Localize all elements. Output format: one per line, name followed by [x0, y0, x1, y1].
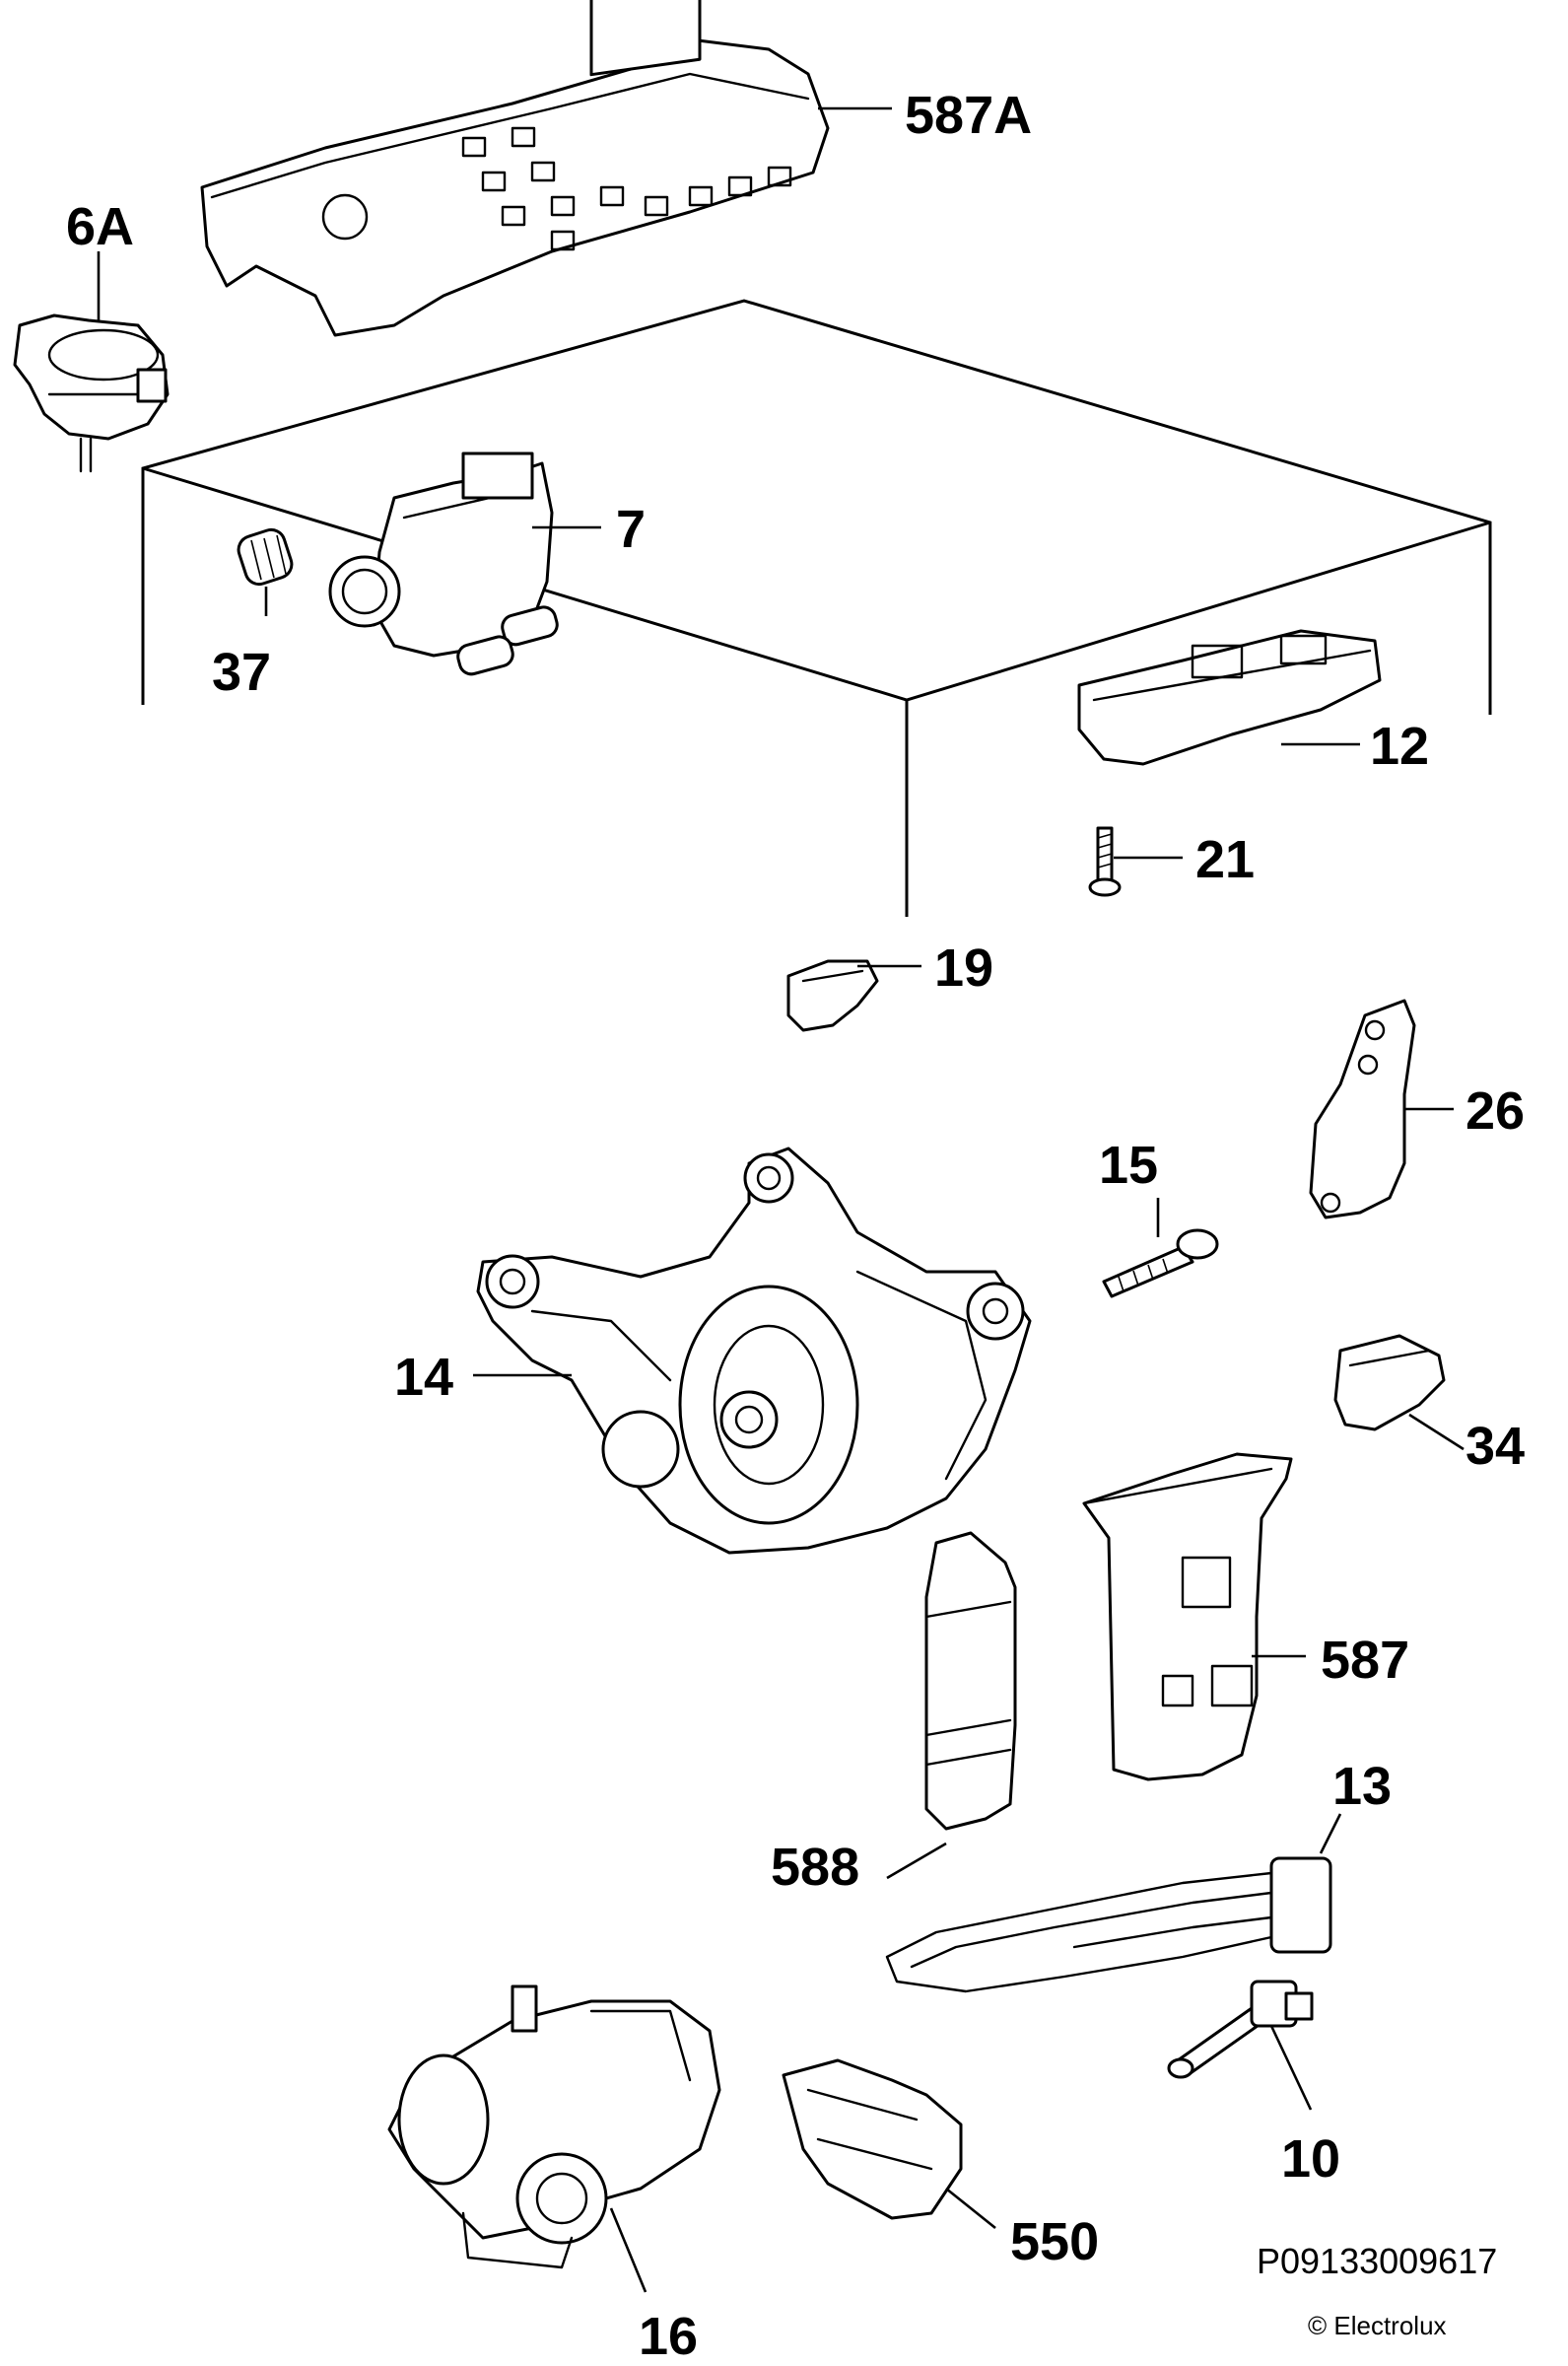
- filter-37: [237, 527, 294, 587]
- label-15: 15: [1099, 1136, 1158, 1195]
- sensor-10: [1167, 1980, 1314, 2079]
- label-16: 16: [639, 2307, 698, 2366]
- part-labels: 587A 6A 7 37 12 21 19 26 15 14 34 587 58…: [66, 86, 1525, 2366]
- inlet-valve-7: [328, 452, 559, 676]
- control-board-587a: [200, 0, 830, 337]
- label-12: 12: [1370, 717, 1429, 776]
- label-13: 13: [1332, 1757, 1392, 1816]
- label-21: 21: [1195, 830, 1255, 889]
- label-7: 7: [616, 500, 646, 559]
- leader-lines: [97, 106, 1465, 2293]
- drawing-number: P09133009617: [1257, 2241, 1497, 2281]
- part-550: [782, 2058, 963, 2220]
- pressure-switch-6a: [13, 313, 170, 473]
- label-34: 34: [1466, 1417, 1525, 1476]
- label-6a: 6A: [66, 197, 134, 256]
- label-588: 588: [771, 1838, 859, 1897]
- clip-19: [786, 959, 879, 1032]
- bracket-12: [1077, 629, 1382, 766]
- label-10: 10: [1281, 2129, 1340, 2189]
- screw-15: [1102, 1228, 1219, 1298]
- filter-588: [924, 1531, 1017, 1831]
- heater-13: [885, 1856, 1332, 1993]
- electronic-module-587: [1082, 1452, 1293, 1781]
- screw-21: [1088, 826, 1122, 897]
- drain-pump-16: [387, 1984, 721, 2269]
- copyright-text: © Electrolux: [1308, 2311, 1447, 2340]
- label-550: 550: [1010, 2212, 1099, 2271]
- label-19: 19: [934, 939, 993, 998]
- door-lock-26: [1309, 999, 1416, 1219]
- label-26: 26: [1466, 1081, 1525, 1141]
- motor-14: [476, 1147, 1032, 1555]
- label-587a: 587A: [905, 86, 1032, 145]
- part-34: [1333, 1334, 1446, 1431]
- board-buttons: [461, 126, 792, 251]
- label-14: 14: [394, 1348, 453, 1407]
- label-37: 37: [212, 643, 271, 702]
- label-587: 587: [1321, 1631, 1409, 1690]
